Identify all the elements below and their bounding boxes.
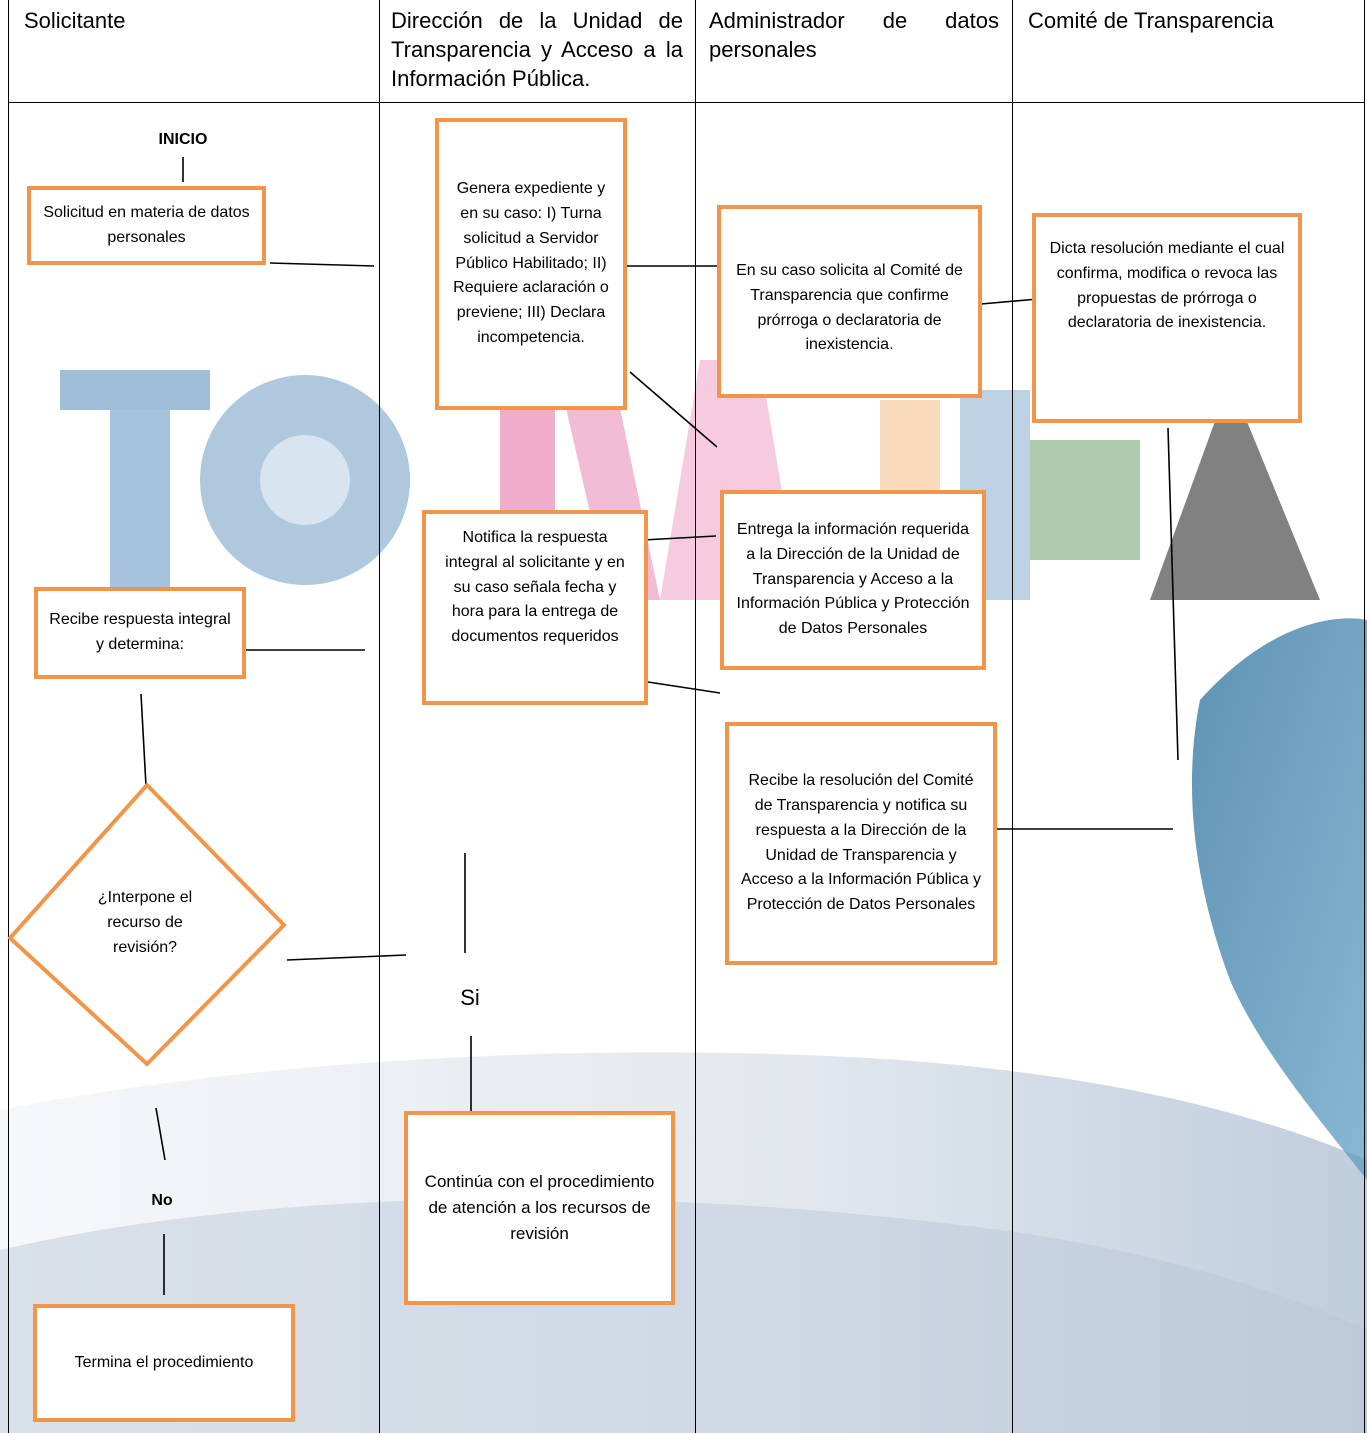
lane-header-comite: Comité de Transparencia [1028, 8, 1274, 33]
process-box-solicitud: Solicitud en materia de datos personales [27, 186, 266, 265]
process-box-notifica-respuesta: Notifica la respuesta integral al solici… [422, 510, 648, 705]
lane-header-solicitante: Solicitante [24, 8, 126, 33]
process-box-continua: Continúa con el procedimiento de atenció… [404, 1111, 675, 1305]
header-row-divider [8, 102, 1365, 103]
process-box-genera-expediente: Genera expediente y en su caso: I) Turna… [435, 118, 627, 410]
start-label: INICIO [158, 131, 208, 148]
no-label: No [151, 1192, 173, 1209]
lane-header-administrador: Administrador de datos personales [709, 8, 999, 62]
table-border-left [8, 0, 9, 1433]
decision-text: ¿Interpone el recurso de revisión? [97, 889, 193, 956]
lane-header-direccion: Dirección de la Unidad de Transparencia … [391, 8, 683, 91]
lane-divider-1 [379, 0, 380, 1433]
process-box-solicita-comite: En su caso solicita al Comité de Transpa… [717, 205, 982, 398]
process-box-entrega-informacion: Entrega la información requerida a la Di… [720, 490, 986, 670]
process-box-recibe-respuesta: Recibe respuesta integral y determina: [34, 587, 246, 679]
yes-label: Si [460, 985, 480, 1010]
process-box-recibe-resolucion: Recibe la resolución del Comité de Trans… [725, 722, 997, 965]
process-box-dicta-resolucion: Dicta resolución mediante el cual confir… [1032, 213, 1302, 423]
process-box-termina: Termina el procedimiento [33, 1304, 295, 1422]
lane-divider-2 [695, 0, 696, 1433]
lane-divider-3 [1012, 0, 1013, 1433]
table-border-right [1364, 0, 1365, 1433]
